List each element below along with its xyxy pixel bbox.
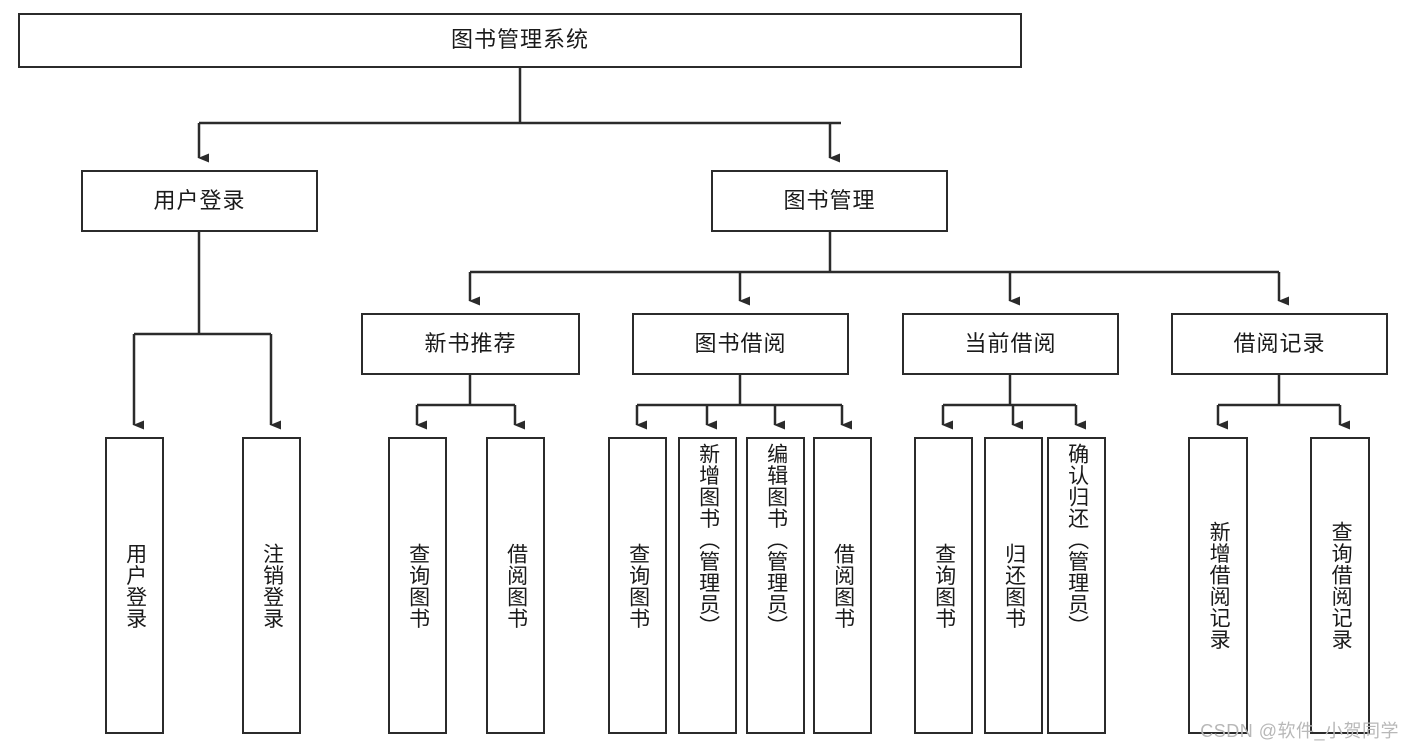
leaf-borrow-book-2-label: 借阅图书 (831, 542, 855, 629)
node-borrow-record[interactable]: 借阅记录 (1171, 313, 1388, 375)
leaf-query-borrow-record-label: 查询借阅记录 (1329, 521, 1353, 650)
leaf-return-book-label: 归还图书 (1002, 542, 1026, 629)
leaf-query-book-3[interactable]: 查询图书 (914, 437, 973, 734)
node-book-management[interactable]: 图书管理 (711, 170, 948, 232)
leaf-return-book[interactable]: 归还图书 (984, 437, 1043, 734)
leaf-confirm-return-label: 确认归还（管理员） (1065, 443, 1089, 637)
leaf-edit-book[interactable]: 编辑图书（管理员） (746, 437, 805, 734)
node-book-borrow[interactable]: 图书借阅 (632, 313, 849, 375)
leaf-query-book-2-label: 查询图书 (626, 542, 650, 629)
leaf-query-book-1-label: 查询图书 (406, 542, 430, 629)
leaf-add-book-label: 新增图书（管理员） (696, 443, 720, 637)
leaf-borrow-book-1[interactable]: 借阅图书 (486, 437, 545, 734)
leaf-query-book-3-label: 查询图书 (932, 542, 956, 629)
leaf-borrow-book-2[interactable]: 借阅图书 (813, 437, 872, 734)
leaf-logout-login[interactable]: 注销登录 (242, 437, 301, 734)
leaf-query-book-2[interactable]: 查询图书 (608, 437, 667, 734)
leaf-logout-login-label: 注销登录 (260, 542, 284, 629)
node-root-system[interactable]: 图书管理系统 (18, 13, 1022, 68)
leaf-query-borrow-record[interactable]: 查询借阅记录 (1310, 437, 1370, 734)
node-current-borrow[interactable]: 当前借阅 (902, 313, 1119, 375)
leaf-query-book-1[interactable]: 查询图书 (388, 437, 447, 734)
leaf-user-login-label: 用户登录 (123, 542, 147, 629)
node-new-book-recommend[interactable]: 新书推荐 (361, 313, 580, 375)
node-user-login[interactable]: 用户登录 (81, 170, 318, 232)
leaf-edit-book-label: 编辑图书（管理员） (764, 443, 788, 637)
csdn-watermark: CSDN @软件_小贺同学 (1200, 721, 1399, 741)
leaf-borrow-book-1-label: 借阅图书 (504, 542, 528, 629)
leaf-add-borrow-record[interactable]: 新增借阅记录 (1188, 437, 1248, 734)
leaf-confirm-return[interactable]: 确认归还（管理员） (1047, 437, 1106, 734)
leaf-user-login[interactable]: 用户登录 (105, 437, 164, 734)
leaf-add-book[interactable]: 新增图书（管理员） (678, 437, 737, 734)
leaf-add-borrow-record-label: 新增借阅记录 (1207, 521, 1231, 650)
